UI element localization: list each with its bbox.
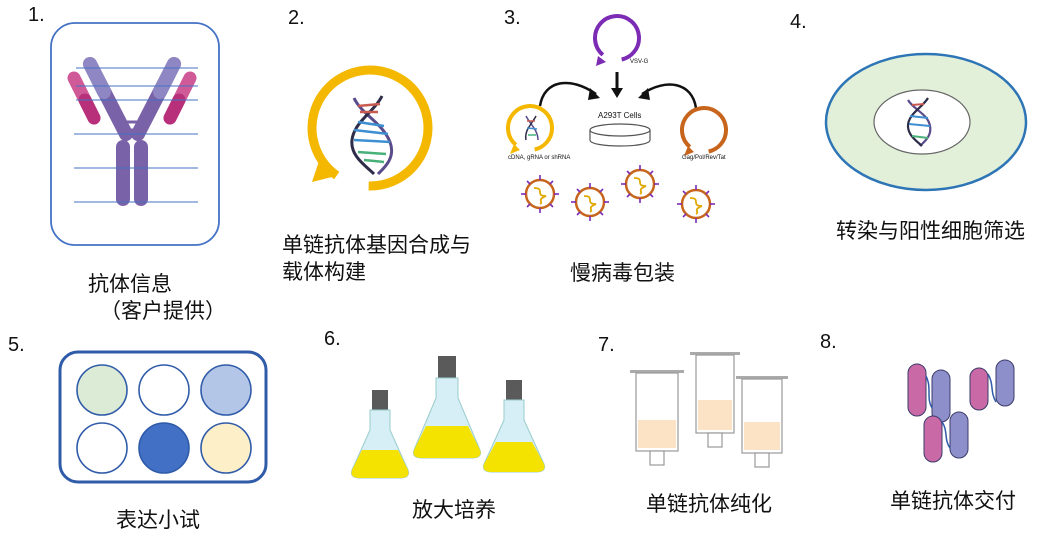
step-1-caption-line2: （客户提供）	[100, 299, 226, 323]
step-6-caption: 放大培养	[412, 498, 496, 522]
well-6	[200, 422, 252, 474]
vector-plasmid-illustration	[307, 65, 433, 191]
transfected-cell-illustration	[824, 52, 1028, 192]
step-8-caption: 单链抗体交付	[890, 489, 1016, 513]
step-2-caption-line1: 单链抗体基因合成与	[282, 233, 471, 257]
well-4	[76, 422, 128, 474]
well-1	[76, 364, 128, 416]
scfv-molecule-icon	[923, 411, 969, 463]
step-7-number: 7.	[598, 334, 615, 356]
vsvg-label: VSV-G	[630, 59, 649, 65]
left-plasmid-label: cDNA, gRNA or shRNA	[508, 155, 571, 161]
step-5-caption: 表达小试	[116, 508, 200, 532]
dna-icon	[350, 95, 393, 176]
flask-icon	[483, 380, 545, 473]
well-5	[138, 422, 190, 474]
step-6-number: 6.	[324, 328, 341, 350]
well-plate-illustration	[58, 350, 268, 484]
scfv-molecules-illustration	[907, 359, 1015, 463]
step-2-caption-line2: 载体构建	[282, 260, 366, 284]
column-icon	[630, 370, 684, 466]
step-1-caption-line1: 抗体信息	[88, 272, 172, 296]
step-3-caption: 慢病毒包装	[570, 261, 675, 285]
antibody-illustration	[50, 22, 220, 246]
well-3	[200, 364, 252, 416]
step-1-number: 1.	[28, 4, 45, 26]
right-plasmid-label: Gag/Pol/Rev/Tat	[682, 155, 726, 161]
column-icon	[736, 376, 788, 468]
lentivirus-particles	[521, 165, 715, 223]
lentivirus-packaging-illustration	[506, 14, 728, 223]
step-7-caption: 单链抗体纯化	[646, 492, 772, 516]
cell-label: A293T Cells	[598, 111, 642, 120]
scfv-molecule-icon	[907, 363, 951, 423]
step-5-number: 5.	[8, 334, 25, 356]
purification-columns-illustration	[630, 352, 788, 468]
step-2-number: 2.	[288, 7, 305, 29]
culture-flasks-illustration	[351, 356, 545, 479]
flask-icon	[351, 390, 409, 479]
step-4-caption: 转染与阳性细胞筛选	[836, 219, 1025, 243]
step-8-number: 8.	[820, 331, 837, 353]
dna-icon	[906, 97, 932, 147]
step-4-number: 4.	[790, 11, 807, 33]
flask-icon	[413, 356, 481, 459]
scfv-molecule-icon	[969, 359, 1015, 411]
column-icon	[690, 352, 740, 448]
step-3-number: 3.	[504, 7, 521, 29]
well-2	[138, 364, 190, 416]
